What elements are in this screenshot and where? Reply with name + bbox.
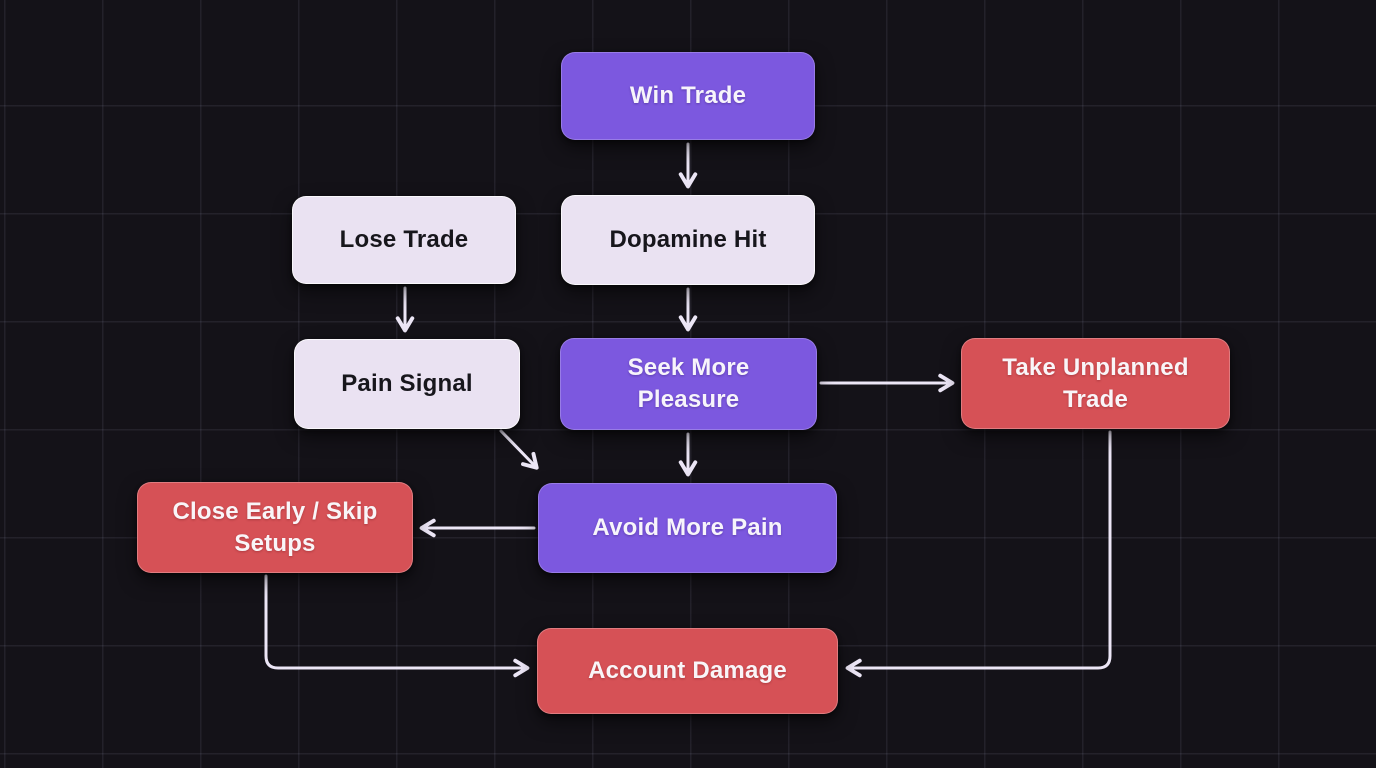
node-avoid-more-pain: Avoid More Pain bbox=[538, 483, 837, 573]
node-take-unplanned-trade-label: Take Unplanned Trade bbox=[1002, 353, 1189, 413]
node-seek-more-pleasure-label: Seek More Pleasure bbox=[627, 354, 750, 413]
node-dopamine-hit: Dopamine Hit bbox=[561, 195, 815, 285]
node-avoid-more-pain-label: Avoid More Pain bbox=[592, 514, 783, 542]
node-account-damage-label: Account Damage bbox=[588, 657, 787, 685]
node-pain-signal-label: Pain Signal bbox=[341, 370, 473, 398]
edge-close-early-to-account-damage bbox=[264, 574, 530, 678]
node-lose-trade-label: Lose Trade bbox=[339, 226, 469, 254]
node-lose-trade: Lose Trade bbox=[292, 196, 516, 284]
edge-pain-signal-to-avoid-more-pain bbox=[499, 429, 539, 470]
node-win-trade-label: Win Trade bbox=[629, 82, 747, 110]
node-close-early-skip-setups-label: Close Early / Skip Setups bbox=[172, 497, 378, 557]
node-take-unplanned-trade: Take Unplanned Trade bbox=[961, 338, 1230, 429]
node-close-early-skip-setups: Close Early / Skip Setups bbox=[137, 482, 413, 573]
node-pain-signal: Pain Signal bbox=[294, 339, 520, 429]
node-seek-more-pleasure: Seek More Pleasure bbox=[560, 338, 817, 430]
node-win-trade: Win Trade bbox=[561, 52, 815, 140]
node-dopamine-hit-label: Dopamine Hit bbox=[609, 226, 767, 254]
node-account-damage: Account Damage bbox=[537, 628, 838, 714]
edge-take-unplanned-trade-to-account-damage bbox=[845, 430, 1112, 678]
